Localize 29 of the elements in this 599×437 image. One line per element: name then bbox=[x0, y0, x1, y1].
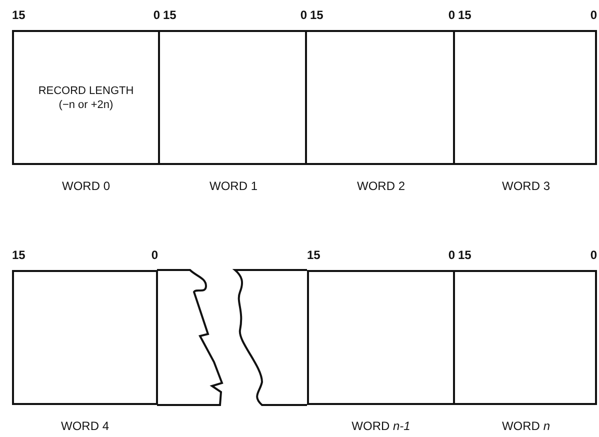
word-box bbox=[307, 270, 455, 405]
bit-number: 0 bbox=[590, 8, 597, 22]
word-box bbox=[307, 30, 455, 165]
bit-number: 15 bbox=[458, 8, 472, 22]
bit-number: 0 bbox=[590, 248, 597, 262]
bit-number: 0 bbox=[448, 248, 455, 262]
word-box bbox=[455, 270, 597, 405]
bit-number: 15 bbox=[458, 248, 472, 262]
bit-number: 15 bbox=[12, 8, 26, 22]
field-box bbox=[12, 30, 160, 165]
word-caption: WORD 0 bbox=[61, 179, 111, 193]
bit-number: 0 bbox=[151, 248, 158, 262]
word-box bbox=[160, 30, 307, 165]
word-caption: WORD 4 bbox=[60, 419, 110, 433]
field-text: RECORD LENGTH (−n or +2n) bbox=[37, 84, 135, 112]
bit-number: 0 bbox=[448, 8, 455, 22]
bit-number: 15 bbox=[307, 248, 320, 262]
word-caption: WORD 2 bbox=[356, 179, 406, 193]
bit-number: 15 bbox=[12, 248, 26, 262]
word-box bbox=[455, 30, 597, 165]
word-caption: WORD 1 bbox=[208, 179, 258, 193]
bit-number: 0 bbox=[300, 8, 307, 22]
word-caption: WORD n-1 bbox=[350, 419, 412, 433]
bit-number: 15 bbox=[163, 8, 176, 22]
word-box bbox=[12, 270, 158, 405]
bit-number: 15 bbox=[310, 8, 324, 22]
word-caption: WORD n bbox=[500, 419, 551, 433]
word-caption: WORD 3 bbox=[501, 179, 551, 193]
bit-number: 0 bbox=[153, 8, 160, 22]
